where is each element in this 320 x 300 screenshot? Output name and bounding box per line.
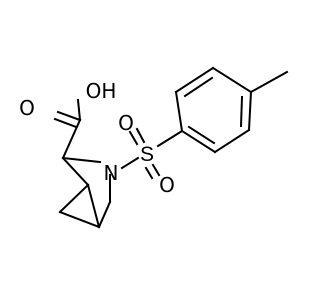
bond-ar-2: [174, 66, 215, 94]
bond-ar-4: [247, 90, 253, 132]
sulfonyl-oxygen-bottom-label: O: [159, 173, 175, 197]
chemical-structure-diagram: O OH N S O O: [19, 66, 289, 229]
nitrogen-label: N: [104, 161, 119, 185]
bond-c-oh: [76, 98, 82, 122]
bond-c5-c4: [97, 200, 112, 229]
bond-ar-1: [174, 90, 184, 133]
sulfonyl-oxygen-top-label: O: [118, 111, 134, 135]
bond-ar-6: [180, 129, 217, 154]
bond-c2-n: [61, 156, 102, 164]
bond-ar-5: [213, 128, 251, 154]
bond-cp-1: [58, 183, 90, 214]
bond-ar-3: [211, 66, 253, 94]
benzene-ring: [174, 66, 253, 154]
bond-c-o-double-1: [56, 110, 82, 122]
bond-cp-3: [86, 183, 101, 229]
bond-n-s: [120, 156, 140, 170]
carboxyl-oxygen-label: O: [19, 96, 35, 120]
sulfonyl-group: [120, 127, 184, 180]
hydroxyl-label: OH: [86, 79, 117, 103]
bond-s-o-top-1: [128, 130, 139, 146]
pyrrolidine-ring: [61, 118, 112, 229]
bond-s-o-top-2: [135, 127, 146, 144]
cyclopropane-ring: [58, 183, 101, 229]
bond-ar-inner-3: [187, 125, 216, 145]
bond-s-o-bottom-2: [151, 163, 161, 177]
bond-c1-c2: [61, 156, 90, 187]
bond-s-o-bottom-1: [144, 166, 154, 180]
bond-c-o-double-2: [53, 117, 78, 129]
carboxylic-acid-group: [53, 98, 82, 129]
bond-ar-inner-2: [239, 95, 244, 128]
bond-methyl: [249, 70, 289, 94]
bond-c2-cooh: [61, 118, 82, 160]
bond-cp-2: [58, 210, 101, 229]
sulfur-label: S: [140, 143, 154, 166]
bond-ar-inner-1: [183, 76, 214, 98]
bond-s-aryl: [156, 129, 184, 148]
